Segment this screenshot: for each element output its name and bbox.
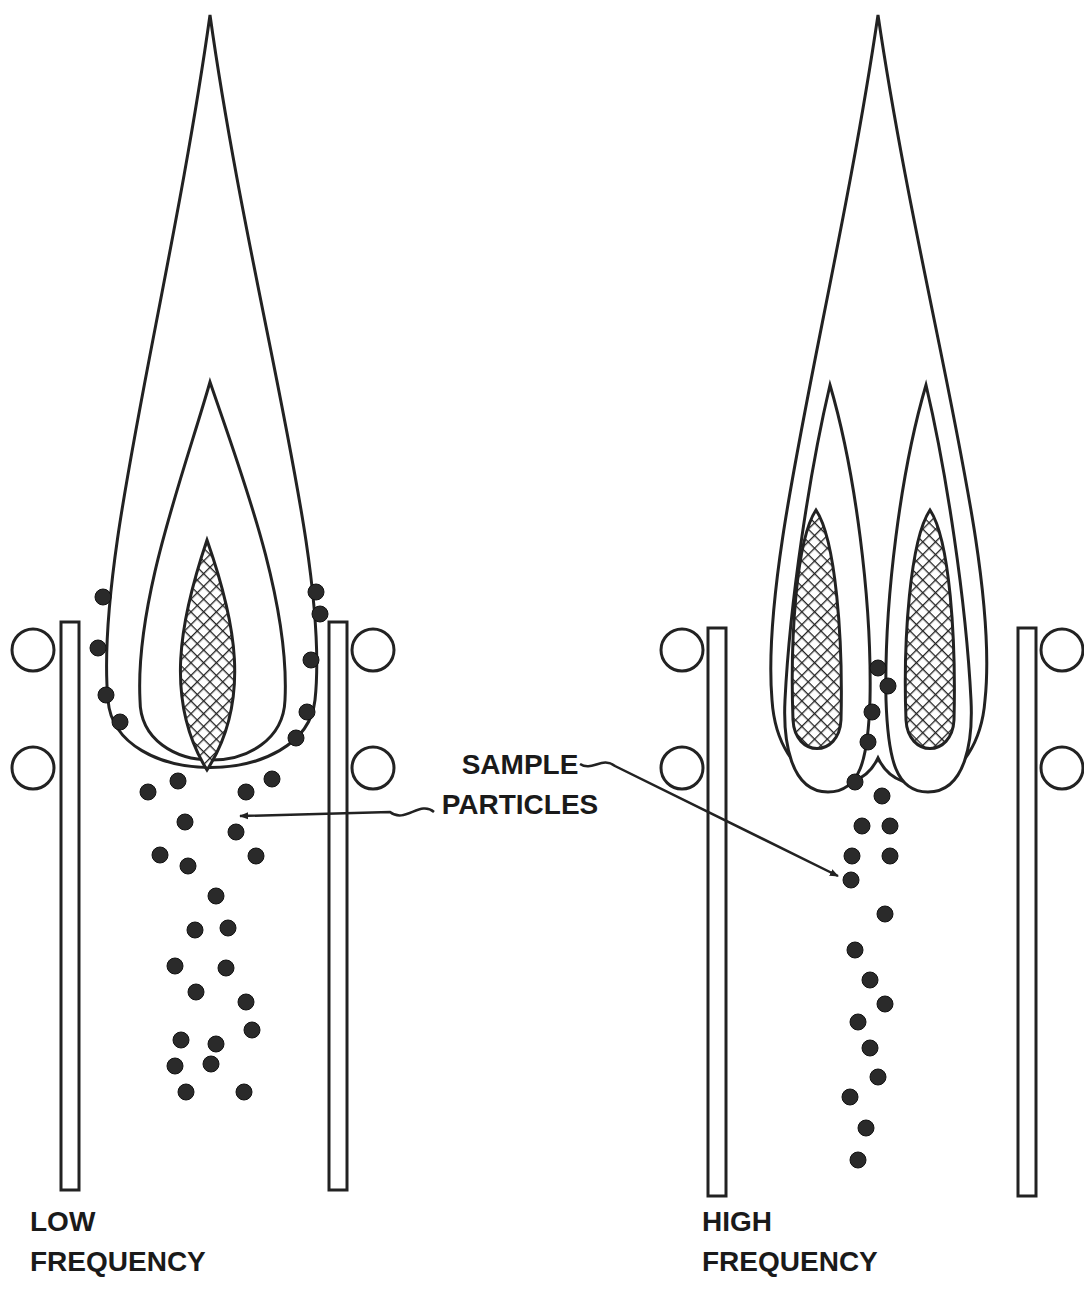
coil-turn bbox=[661, 629, 703, 671]
sample-particle bbox=[90, 640, 106, 656]
sample-particle bbox=[95, 589, 111, 605]
sample-particles bbox=[90, 584, 898, 1168]
sample-particle bbox=[870, 660, 886, 676]
sample-particle bbox=[858, 1120, 874, 1136]
sample-particle bbox=[862, 1040, 878, 1056]
sample-particle bbox=[847, 942, 863, 958]
sample-particle bbox=[178, 1084, 194, 1100]
sample-particle bbox=[98, 687, 114, 703]
leader-line bbox=[240, 809, 434, 816]
coil-turn bbox=[352, 747, 394, 789]
sample-particle bbox=[877, 996, 893, 1012]
sample-particle bbox=[248, 848, 264, 864]
sample-particle bbox=[177, 814, 193, 830]
torch-tube bbox=[708, 628, 726, 1196]
sample-particle bbox=[218, 960, 234, 976]
sample-particle bbox=[112, 714, 128, 730]
high-frequency-torch bbox=[661, 15, 1083, 1196]
sample-particle bbox=[312, 606, 328, 622]
sample-particle bbox=[850, 1014, 866, 1030]
torch-caption: HIGH FREQUENCY bbox=[702, 1202, 952, 1282]
sample-particle bbox=[843, 872, 859, 888]
sample-particle bbox=[173, 1032, 189, 1048]
sample-particle bbox=[288, 730, 304, 746]
sample-particle bbox=[882, 848, 898, 864]
sample-particle bbox=[882, 818, 898, 834]
torch-caption: LOW FREQUENCY bbox=[30, 1202, 270, 1282]
sample-particle bbox=[862, 972, 878, 988]
leader-line bbox=[580, 763, 838, 876]
callout-label: SAMPLE PARTICLES bbox=[425, 745, 615, 825]
sample-particle bbox=[850, 1152, 866, 1168]
sample-particle bbox=[877, 906, 893, 922]
sample-particle bbox=[308, 584, 324, 600]
sample-particle bbox=[208, 888, 224, 904]
sample-particle bbox=[188, 984, 204, 1000]
hot-core bbox=[792, 510, 841, 749]
sample-particle bbox=[264, 771, 280, 787]
sample-particle bbox=[203, 1056, 219, 1072]
sample-particle bbox=[238, 784, 254, 800]
coil-turn bbox=[661, 747, 703, 789]
sample-particle bbox=[847, 774, 863, 790]
sample-particle bbox=[842, 1089, 858, 1105]
sample-particle bbox=[244, 1022, 260, 1038]
inner-flame-lobe bbox=[785, 385, 870, 792]
sample-particle bbox=[180, 858, 196, 874]
sample-particle bbox=[140, 784, 156, 800]
hot-core bbox=[180, 540, 234, 770]
sample-particle bbox=[167, 1058, 183, 1074]
low-frequency-torch bbox=[12, 15, 394, 1190]
coil-turn bbox=[12, 629, 54, 671]
sample-particle bbox=[152, 847, 168, 863]
sample-particle bbox=[228, 824, 244, 840]
torch-tube bbox=[61, 622, 79, 1190]
sample-particle bbox=[236, 1084, 252, 1100]
torch-tube bbox=[329, 622, 347, 1190]
coil-turn bbox=[352, 629, 394, 671]
sample-particle bbox=[854, 818, 870, 834]
coil-turn bbox=[1041, 747, 1083, 789]
sample-particle bbox=[874, 788, 890, 804]
torch-tube bbox=[1018, 628, 1036, 1196]
sample-particle bbox=[187, 922, 203, 938]
coil-turn bbox=[12, 747, 54, 789]
sample-particle bbox=[864, 704, 880, 720]
sample-particle bbox=[220, 920, 236, 936]
sample-particle bbox=[238, 994, 254, 1010]
sample-particle bbox=[303, 652, 319, 668]
sample-particle bbox=[880, 678, 896, 694]
sample-particle bbox=[170, 773, 186, 789]
inner-flame-lobe bbox=[886, 385, 971, 792]
hot-core bbox=[905, 510, 954, 749]
outer-flame bbox=[771, 15, 987, 784]
sample-particle bbox=[860, 734, 876, 750]
sample-particle bbox=[844, 848, 860, 864]
sample-particle bbox=[167, 958, 183, 974]
sample-particle bbox=[870, 1069, 886, 1085]
sample-particle bbox=[208, 1036, 224, 1052]
coil-turn bbox=[1041, 629, 1083, 671]
sample-particle bbox=[299, 704, 315, 720]
